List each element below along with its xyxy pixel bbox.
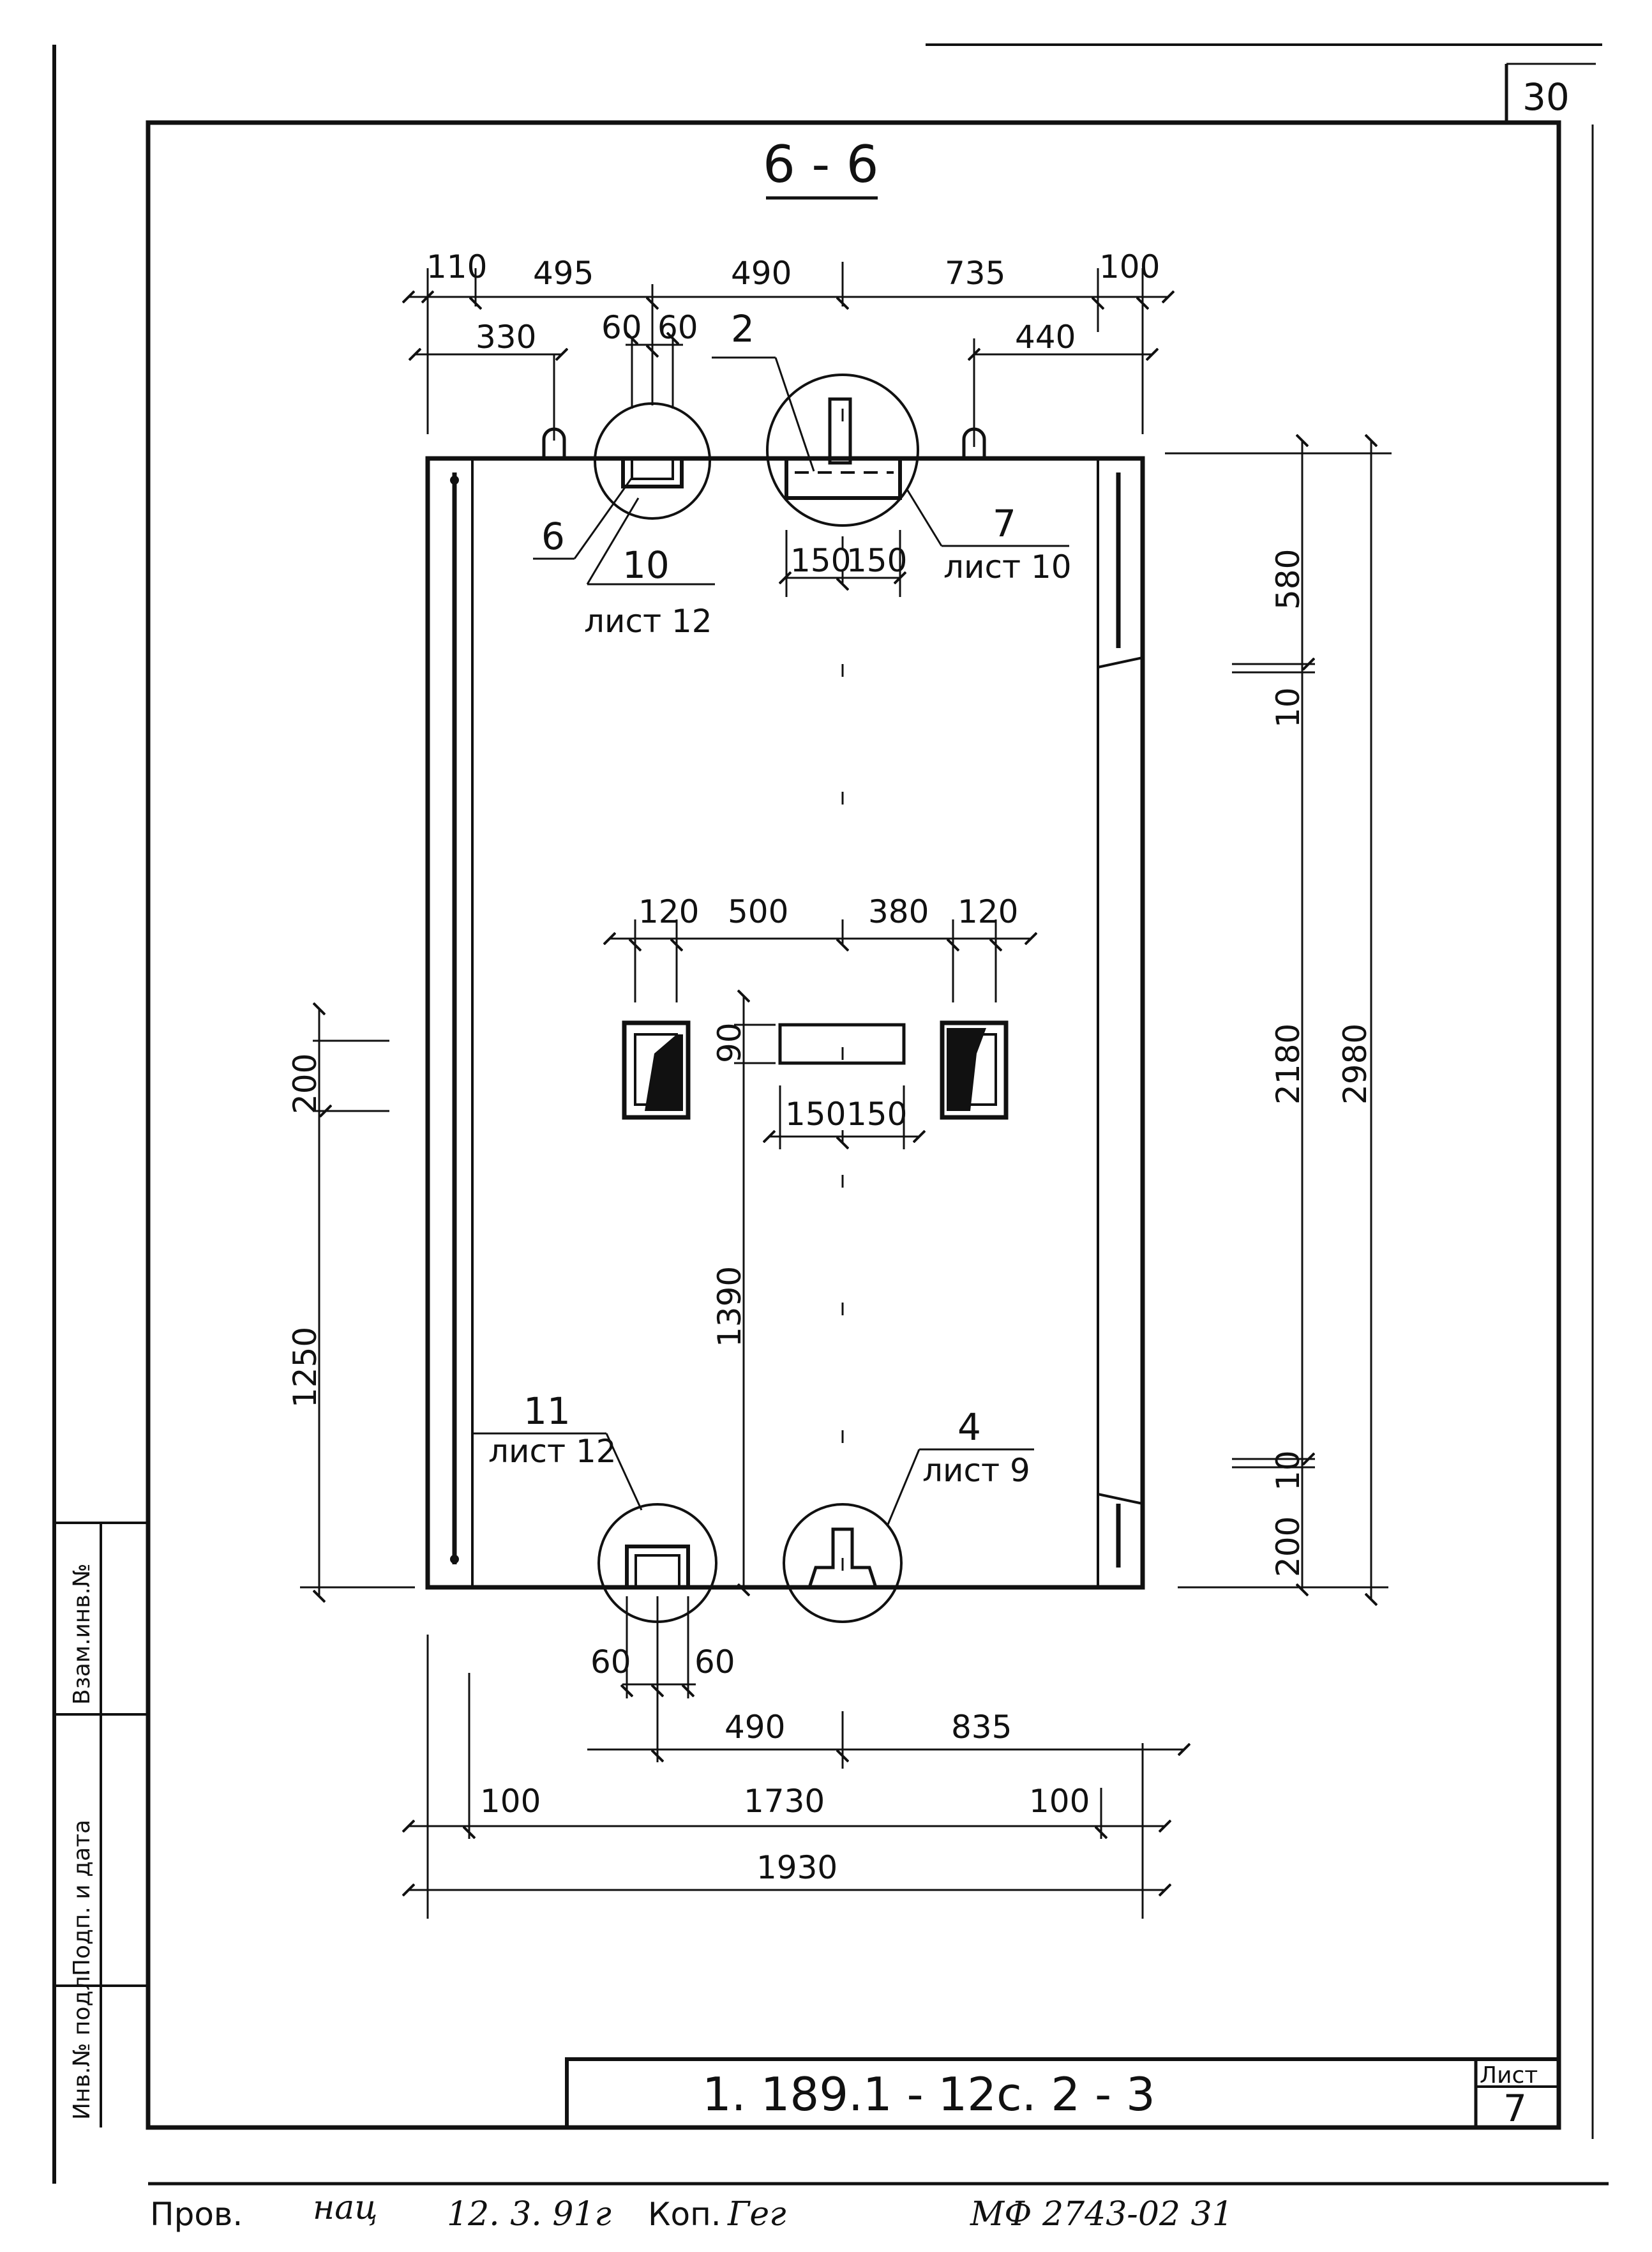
top-detail-dims xyxy=(785,530,900,597)
callout-11-sheet: лист 12 xyxy=(488,1433,617,1470)
dim-735: 735 xyxy=(945,255,1005,292)
dim-10-upper: 10 xyxy=(1270,687,1307,728)
bottom-dimension-lines xyxy=(409,1596,1184,1919)
detail-4 xyxy=(783,1503,903,1623)
callout-10: 10 xyxy=(622,543,670,587)
callout-10-sheet: лист 12 xyxy=(584,603,712,640)
dim-2980: 2980 xyxy=(1337,1024,1374,1105)
right-dimension-lines xyxy=(1165,441,1392,1599)
drawing-designation: 1. 189.1 - 12с. 2 - 3 xyxy=(702,2067,1155,2121)
callout-4: 4 xyxy=(957,1405,981,1449)
dim-150-mid-right: 150 xyxy=(846,1096,907,1133)
callout-7: 7 xyxy=(993,502,1016,545)
dim-580: 580 xyxy=(1270,549,1307,610)
dim-100-bottom-left: 100 xyxy=(480,1783,541,1820)
detail-6 xyxy=(594,402,711,520)
stamp-sign-date-label: Подп. и дата xyxy=(69,1820,95,1976)
dim-90: 90 xyxy=(711,1022,748,1063)
dim-110: 110 xyxy=(426,248,487,285)
dim-2180: 2180 xyxy=(1270,1024,1307,1105)
callout-11: 11 xyxy=(523,1389,571,1433)
callout-7-sheet: лист 10 xyxy=(943,548,1072,586)
sheet-value: 7 xyxy=(1503,2087,1527,2130)
dim-1250: 1250 xyxy=(287,1327,324,1408)
footer-signature: нац xyxy=(313,2189,378,2227)
dim-120-mid-right: 120 xyxy=(957,893,1018,930)
callout-6: 6 xyxy=(541,515,565,558)
dim-100-bottom-right: 100 xyxy=(1029,1783,1090,1820)
corner-sheet-number: 30 xyxy=(1522,75,1570,119)
dim-330: 330 xyxy=(476,319,536,356)
footer-archive-code: МФ 2743-02 31 xyxy=(970,2195,1233,2233)
footer-date: 12. 3. 91г xyxy=(447,2195,612,2233)
middle-dimension-lines xyxy=(610,919,1031,1149)
dim-200-left: 200 xyxy=(287,1054,324,1114)
title-block xyxy=(565,2057,1561,2129)
opening-left xyxy=(622,1020,691,1120)
stamp-inv-label: Инв.№ подл. xyxy=(69,1969,95,2120)
dim-490-top: 490 xyxy=(731,255,792,292)
dim-150-top-left: 150 xyxy=(790,542,851,579)
dim-150-top-right: 150 xyxy=(846,542,907,579)
dim-440: 440 xyxy=(1015,319,1076,356)
callout-4-sheet: лист 9 xyxy=(922,1452,1030,1489)
dim-1730: 1730 xyxy=(744,1783,825,1820)
footer-copy-label: Коп. xyxy=(648,2196,721,2233)
sheet-label: Лист xyxy=(1480,2062,1538,2089)
dim-60-top-left: 60 xyxy=(601,309,642,346)
dim-835: 835 xyxy=(951,1709,1012,1746)
dim-60-bottom-right: 60 xyxy=(695,1644,735,1681)
side-stamp: Инв.№ подл. Подп. и дата Взам.инв.№ xyxy=(54,1522,148,2127)
left-dimension-lines xyxy=(300,996,776,1596)
footer-checked-label: Пров. xyxy=(150,2196,243,2233)
dim-1930: 1930 xyxy=(756,1849,837,1886)
dim-500: 500 xyxy=(728,893,788,930)
dim-380: 380 xyxy=(868,893,929,930)
dim-120-mid-left: 120 xyxy=(638,893,699,930)
opening-right xyxy=(940,1020,1009,1120)
dim-100-top: 100 xyxy=(1099,248,1160,285)
dim-150-mid-left: 150 xyxy=(785,1096,846,1133)
section-title: 6 - 6 xyxy=(763,135,879,194)
dim-495: 495 xyxy=(533,255,594,292)
stamp-replace-label: Взам.инв.№ xyxy=(69,1563,95,1705)
dim-10-lower: 10 xyxy=(1270,1450,1307,1491)
callout-2: 2 xyxy=(731,307,755,351)
dim-1390: 1390 xyxy=(711,1266,748,1347)
footer-copy-signature: Гег xyxy=(727,2195,786,2233)
dim-60-top-right: 60 xyxy=(657,309,698,346)
opening-center xyxy=(778,1023,906,1065)
dim-490-bottom: 490 xyxy=(725,1709,785,1746)
detail-7 xyxy=(766,374,919,527)
dim-200-right: 200 xyxy=(1270,1516,1307,1577)
top-dimension-lines xyxy=(409,262,1168,447)
dim-60-bottom-left: 60 xyxy=(590,1644,631,1681)
